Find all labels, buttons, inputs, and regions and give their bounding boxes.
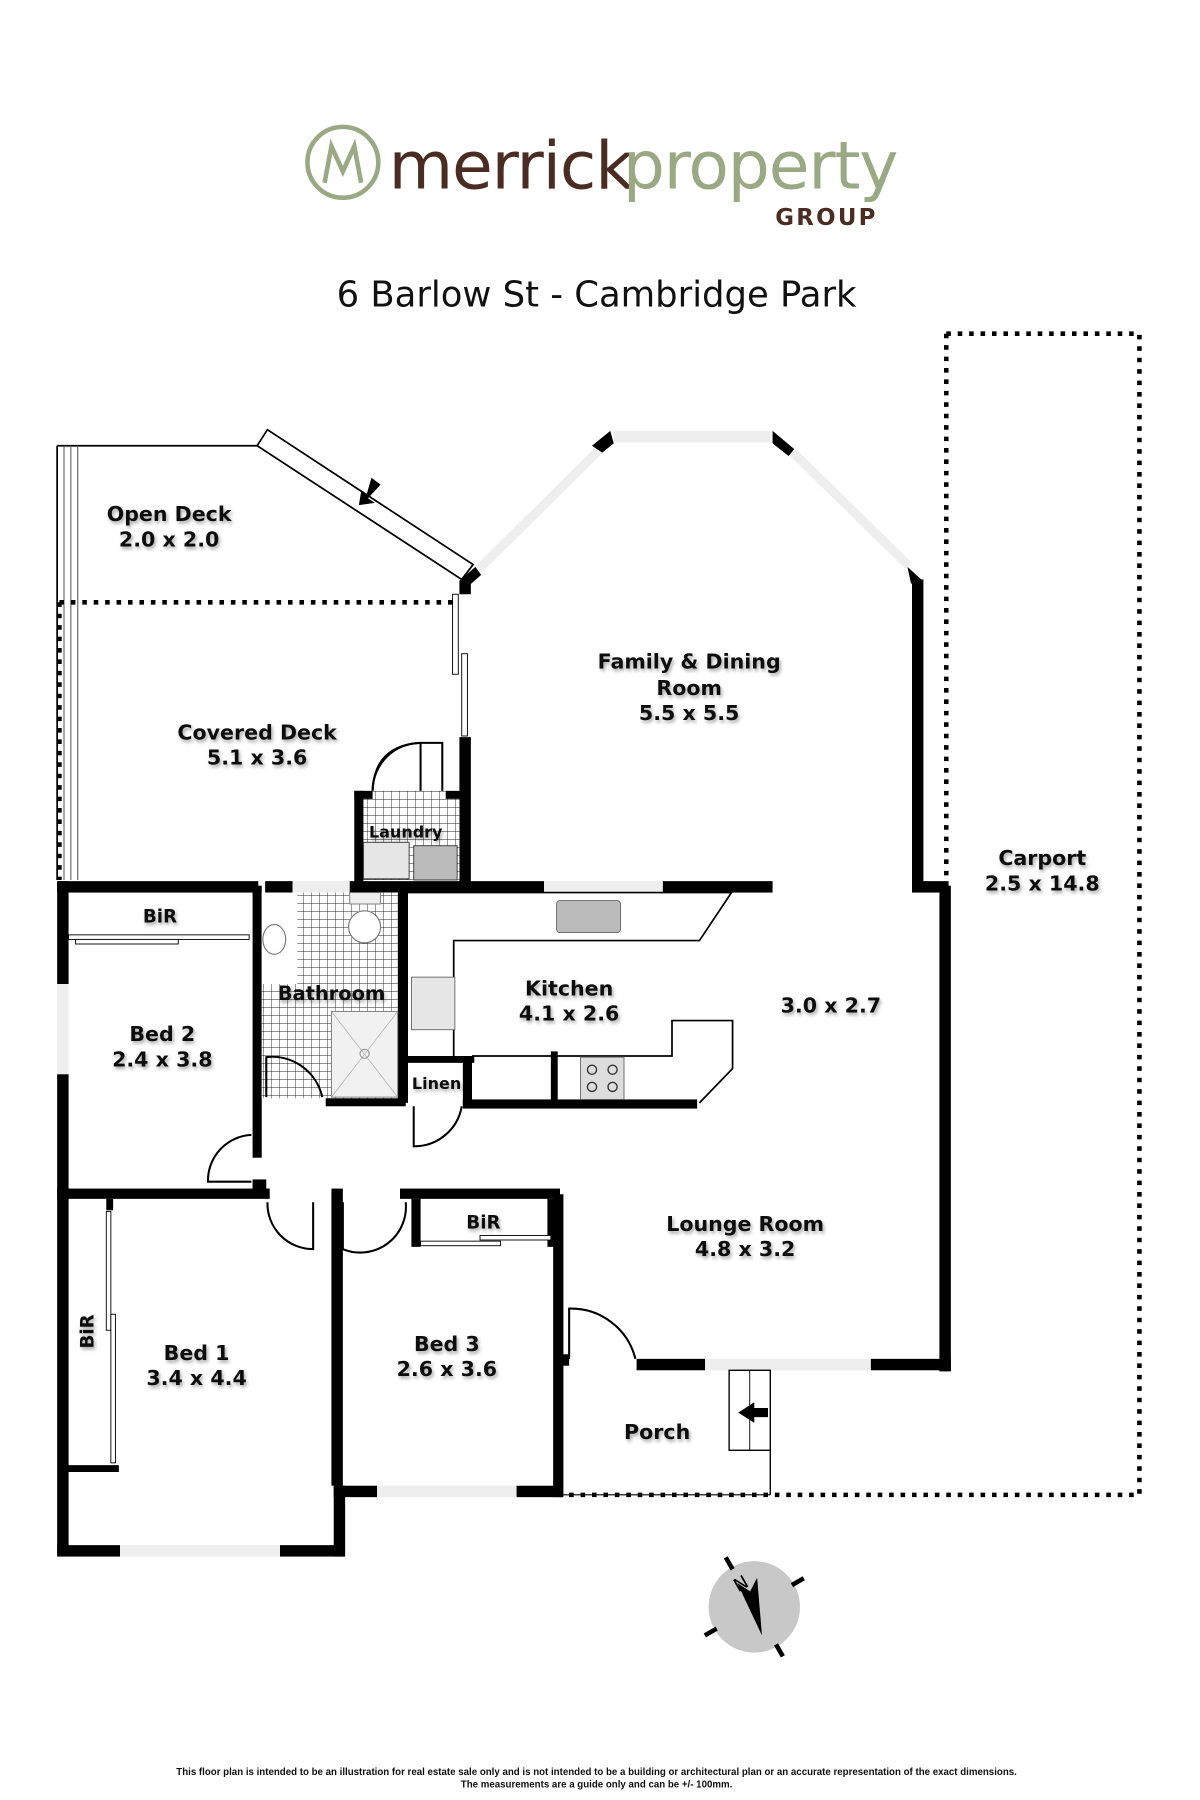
logo-monogram-ring: [305, 124, 381, 200]
kitchen-sink: [556, 900, 622, 934]
label-bathroom: Bathroom: [278, 982, 385, 1005]
disclaimer-line-2: The measurements are a guide only and ca…: [461, 1779, 733, 1790]
porch: [562, 1307, 771, 1496]
size-open-deck: 2.0 x 2.0: [119, 527, 219, 551]
bed1-wardrobe: [64, 1198, 119, 1472]
toilet: [348, 910, 382, 944]
bed2-wardrobe: [68, 934, 250, 945]
size-bed2: 2.4 x 3.8: [112, 1047, 212, 1071]
cooktop: [580, 1056, 625, 1100]
north-compass-icon: N: [703, 1556, 805, 1658]
room-labels: Open Deck 2.0 x 2.0 Covered Deck 5.1 x 3…: [78, 502, 1100, 1444]
fridge-space: [410, 976, 456, 1031]
size-lounge: 4.8 x 3.2: [695, 1237, 795, 1261]
logo-word-property: property: [623, 127, 898, 205]
size-family-dining: 5.5 x 5.5: [639, 701, 739, 725]
linen-cupboard: [408, 1056, 468, 1148]
label-porch: Porch: [624, 1420, 690, 1444]
property-address-title: 6 Barlow St - Cambridge Park: [337, 274, 857, 315]
label-bed1: Bed 1: [164, 1341, 230, 1365]
porch-entry-arrow-icon: [738, 1402, 768, 1423]
label-lounge: Lounge Room: [666, 1212, 824, 1236]
label-bed2: Bed 2: [129, 1022, 195, 1046]
size-carport: 2.5 x 14.8: [985, 871, 1100, 895]
logo-monogram-icon: [322, 138, 364, 184]
deck-outline: [56, 428, 475, 880]
label-open-deck: Open Deck: [107, 502, 233, 526]
main-walls: [57, 881, 951, 1557]
label-family-dining-2: Room: [656, 676, 722, 700]
bathroom: [261, 892, 399, 1099]
kitchen-benches: [408, 891, 734, 1104]
label-family-dining-1: Family & Dining: [598, 650, 781, 674]
label-bir-bed1: BiR: [78, 1314, 99, 1348]
basin: [262, 923, 287, 955]
logo-word-merrick: merrick: [389, 127, 635, 205]
label-bir-bed2: BiR: [143, 906, 177, 927]
entry-arrow-icon: [358, 477, 381, 506]
size-bed1: 3.4 x 4.4: [146, 1366, 246, 1390]
washing-machine: [362, 841, 410, 880]
label-laundry: Laundry: [369, 823, 443, 842]
laundry: [354, 741, 464, 883]
laundry-tub: [413, 845, 458, 881]
size-bed3: 2.6 x 3.6: [397, 1357, 497, 1381]
label-kitchen: Kitchen: [525, 976, 613, 1000]
size-kitchen: 4.1 x 2.6: [519, 1002, 619, 1026]
label-linen: Linen: [412, 1074, 461, 1093]
family-room-walls: [459, 430, 924, 886]
hall-doors: [206, 1133, 407, 1254]
size-covered-deck: 5.1 x 3.6: [207, 746, 307, 770]
disclaimer-line-1: This floor plan is intended to be an ill…: [176, 1767, 1017, 1778]
label-bir-bed3: BiR: [466, 1213, 500, 1234]
label-covered-deck: Covered Deck: [177, 720, 338, 744]
bed3-wardrobe: [411, 1198, 557, 1247]
label-carport: Carport: [998, 846, 1086, 870]
size-meals: 3.0 x 2.7: [781, 994, 881, 1018]
logo-sub-group: GROUP: [775, 205, 877, 231]
sliding-door: [452, 593, 468, 737]
company-logo: merrick property GROUP: [305, 124, 899, 231]
label-bed3: Bed 3: [414, 1332, 480, 1356]
